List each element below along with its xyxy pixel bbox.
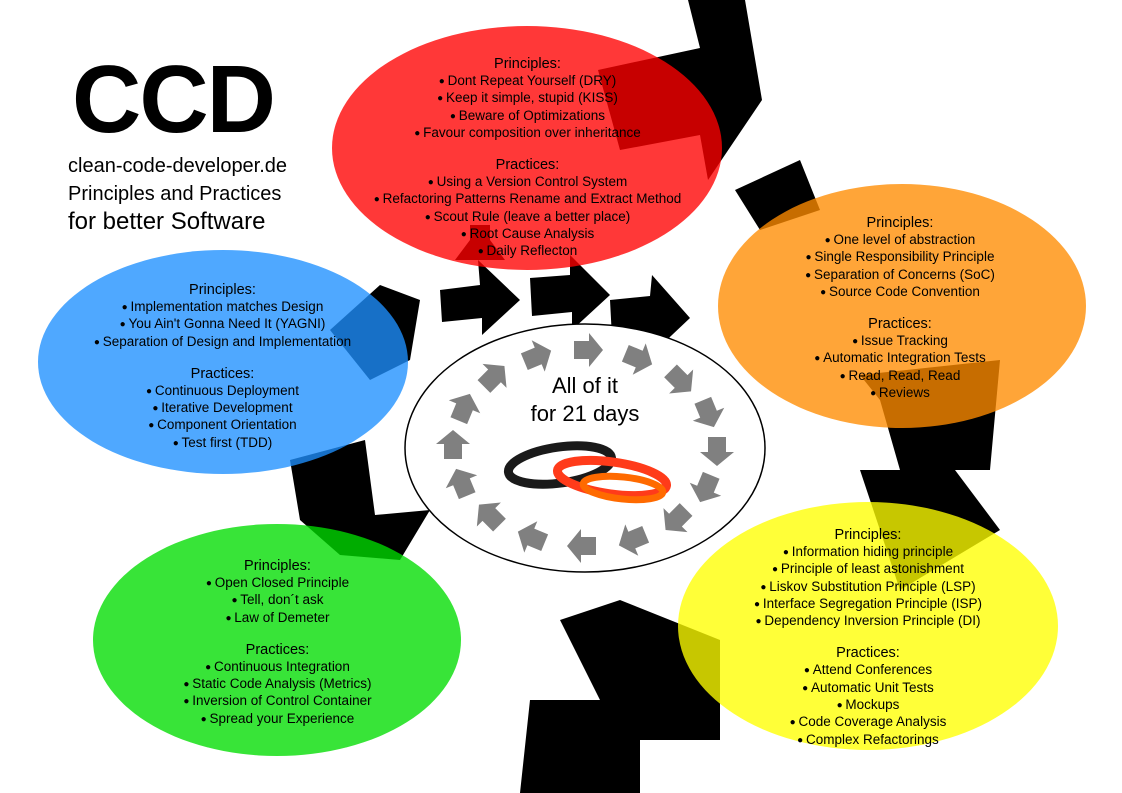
grey-ring-arrow	[664, 364, 694, 394]
yellow-practice-item: Automatic Unit Tests	[718, 680, 1018, 697]
grey-ring-arrow	[448, 393, 481, 425]
orange-principle-item: Source Code Convention	[760, 284, 1040, 301]
yellow-practice-item: Attend Conferences	[718, 662, 1018, 679]
grey-ring-arrow	[436, 430, 470, 459]
green-practice-item: Static Code Analysis (Metrics)	[145, 676, 410, 693]
red-practice-item: Scout Rule (leave a better place)	[345, 209, 710, 226]
orange-practice-item: Automatic Integration Tests	[760, 350, 1040, 367]
page-title: CCD	[72, 46, 276, 153]
orange-practice-item: Reviews	[760, 385, 1040, 402]
grey-arrow-ring	[436, 333, 734, 563]
blue-principle-item: Implementation matches Design	[70, 299, 375, 316]
grey-ring-arrow	[445, 468, 478, 500]
degree-red-text: Principles: Dont Repeat Yourself (DRY) K…	[345, 56, 710, 261]
grey-ring-arrow	[567, 529, 596, 563]
grey-ring-arrow	[618, 524, 650, 556]
yellow-principle-item: Dependency Inversion Principle (DI)	[718, 613, 1018, 630]
yellow-principle-item: Liskov Substitution Principle (LSP)	[718, 579, 1018, 596]
grey-ring-arrow	[621, 343, 653, 375]
tagline-line1: Principles and Practices	[68, 183, 282, 205]
grey-ring-arrow	[520, 340, 552, 372]
red-practice-item: Root Cause Analysis	[345, 226, 710, 243]
yellow-principle-item: Information hiding principle	[718, 544, 1018, 561]
orange-practices-heading: Practices:	[868, 316, 932, 333]
blue-principle-item: Separation of Design and Implementation	[70, 334, 375, 351]
grey-ring-arrow	[689, 471, 722, 503]
arrow-yellow-to-green	[520, 600, 720, 793]
red-practice-item: Refactoring Patterns Rename and Extract …	[345, 191, 710, 208]
yellow-practice-item: Mockups	[718, 697, 1018, 714]
degree-yellow-text: Principles: Information hiding principle…	[718, 527, 1018, 749]
red-principle-item: Favour composition over inheritance	[345, 125, 710, 142]
yellow-principle-item: Interface Segregation Principle (ISP)	[718, 596, 1018, 613]
grey-ring-arrow	[574, 333, 603, 367]
blue-practice-item: Component Orientation	[70, 417, 375, 434]
tagline-line2: for better Software	[68, 208, 266, 235]
red-principle-item: Beware of Optimizations	[345, 108, 710, 125]
grey-ring-arrow	[476, 502, 506, 532]
arrow-small-2	[530, 255, 610, 330]
degree-orange-text: Principles: One level of abstraction Sin…	[760, 215, 1040, 402]
title-block: CCD clean-code-developer.de Principles a…	[68, 52, 328, 236]
red-practice-item: Daily Reflecton	[345, 243, 710, 260]
orange-principles-heading: Principles:	[866, 215, 934, 231]
green-principle-item: Tell, don´t ask	[145, 592, 410, 609]
center-line1: All of it	[551, 373, 619, 398]
grey-ring-arrow	[517, 521, 549, 553]
arrow-small-1	[440, 260, 520, 335]
degree-blue-text: Principles: Implementation matches Desig…	[70, 282, 375, 452]
blue-practice-item: Iterative Development	[70, 400, 375, 417]
green-practice-item: Inversion of Control Container	[145, 693, 410, 710]
blue-principles-heading: Principles:	[189, 282, 256, 298]
orange-principle-item: Single Responsibility Principle	[760, 249, 1040, 266]
green-practice-item: Spread your Experience	[145, 711, 410, 728]
blue-practices-heading: Practices:	[190, 365, 255, 382]
website-label: clean-code-developer.de	[68, 155, 288, 177]
red-principles-heading: Principles:	[494, 56, 561, 72]
green-principle-item: Law of Demeter	[145, 610, 410, 627]
center-line2: for 21 days	[530, 401, 640, 426]
grey-ring-arrow	[477, 363, 507, 393]
orange-principle-item: One level of abstraction	[760, 232, 1040, 249]
red-practice-item: Using a Version Control System	[345, 174, 710, 191]
green-principles-heading: Principles:	[244, 558, 311, 574]
green-practice-item: Continuous Integration	[145, 659, 410, 676]
red-principle-item: Dont Repeat Yourself (DRY)	[345, 73, 710, 90]
yellow-practices-heading: Practices:	[836, 645, 900, 662]
orange-practice-item: Issue Tracking	[760, 333, 1040, 350]
red-principle-item: Keep it simple, stupid (KISS)	[345, 90, 710, 107]
grey-ring-arrow	[663, 503, 693, 533]
yellow-practice-item: Code Coverage Analysis	[718, 714, 1018, 731]
green-practices-heading: Practices:	[245, 641, 310, 658]
yellow-principle-item: Principle of least astonishment	[718, 561, 1018, 578]
orange-principle-item: Separation of Concerns (SoC)	[760, 267, 1040, 284]
blue-principle-item: You Ain't Gonna Need It (YAGNI)	[70, 316, 375, 333]
blue-practice-item: Continuous Deployment	[70, 383, 375, 400]
orange-practice-item: Read, Read, Read	[760, 368, 1040, 385]
wristbands-image	[503, 441, 672, 504]
red-practices-heading: Practices:	[495, 157, 560, 174]
grey-ring-arrow	[692, 396, 725, 428]
green-principle-item: Open Closed Principle	[145, 575, 410, 592]
blue-practice-item: Test first (TDD)	[70, 435, 375, 452]
yellow-practice-item: Complex Refactorings	[718, 732, 1018, 749]
yellow-principles-heading: Principles:	[834, 527, 902, 543]
grey-ring-arrow	[700, 437, 734, 466]
center-label: All of it for 21 days	[500, 372, 670, 428]
degree-green-text: Principles: Open Closed Principle Tell, …	[145, 558, 410, 728]
